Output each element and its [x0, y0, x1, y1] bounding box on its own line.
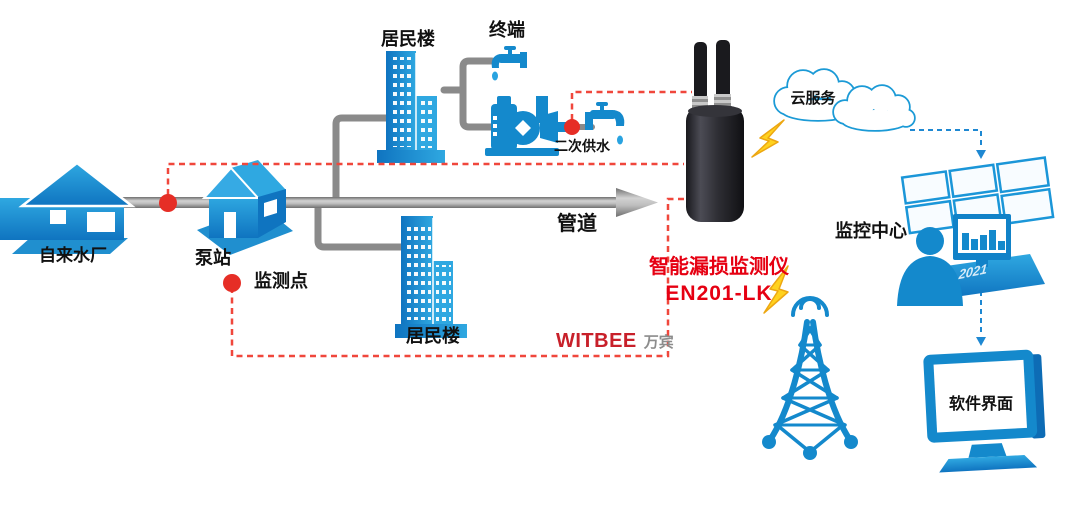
- device-model-label: EN201-LK: [665, 282, 773, 305]
- residential-upper-label: 居民楼: [381, 29, 435, 49]
- data-dashed-links: [910, 129, 982, 336]
- device-title: 智能漏损监测仪 EN201-LK: [649, 250, 789, 306]
- lightning-icon-device-cloud: [751, 119, 785, 158]
- monitor-center-label: 监控中心: [835, 221, 907, 241]
- secondary-supply-label: 二次供水: [554, 138, 610, 154]
- pipe-arrow-head: [616, 188, 658, 217]
- residential-building-upper-icon: [377, 51, 445, 163]
- brand-logo: WITBEE 万宾: [556, 330, 674, 353]
- terminal-label: 终端: [489, 20, 525, 40]
- arrow-to-software: [976, 337, 986, 346]
- water-pump-icon: [485, 96, 566, 156]
- device-name-label: 智能漏损监测仪: [649, 256, 789, 278]
- faucet-terminal-icon: [491, 46, 527, 81]
- faucet-secondary-icon: [585, 102, 625, 145]
- residential-lower-label: 居民楼: [406, 326, 460, 346]
- monitoring-point-dot-station: [223, 274, 241, 292]
- dashboard-monitor-icon: [953, 214, 1011, 267]
- pump-station-label: 泵站: [195, 248, 231, 268]
- brand-logo-en: WITBEE: [556, 330, 637, 352]
- monitoring-point-dot-pump: [564, 119, 580, 135]
- cloud-icon: [773, 68, 916, 132]
- leak-monitor-device-icon: [686, 40, 744, 222]
- cell-tower-icon: [762, 296, 858, 460]
- monitor-point-label: 监测点: [254, 271, 308, 291]
- pipeline-label: 管道: [557, 213, 597, 235]
- pump-station-house-icon: [197, 160, 293, 255]
- arrow-to-monitor-center: [976, 150, 986, 159]
- water-plant-house-icon: [0, 161, 136, 254]
- software-monitor-icon: [923, 349, 1046, 473]
- main-pipe: [112, 197, 620, 208]
- cloud-service-label: 云服务: [790, 90, 836, 107]
- brand-logo-cn: 万宾: [643, 334, 674, 351]
- residential-building-lower-icon: [395, 216, 467, 338]
- video-wall-icon: [900, 156, 1055, 235]
- lightning-icon-device-tower: [763, 265, 789, 314]
- monitoring-dashed-links: [166, 90, 692, 358]
- water-plant-label: 自来水厂: [39, 246, 107, 265]
- monitoring-point-dot-pipe: [159, 194, 177, 212]
- operator-person-icon: [897, 227, 963, 306]
- software-ui-label: 软件界面: [948, 396, 1014, 413]
